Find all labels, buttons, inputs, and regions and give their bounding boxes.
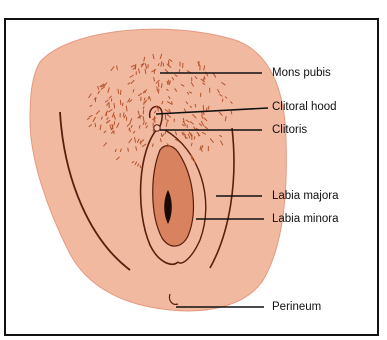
label-perineum: Perineum (272, 300, 321, 314)
hair-stroke (131, 125, 132, 127)
hair-stroke (170, 81, 171, 84)
label-clitoral-hood: Clitoral hood (272, 100, 337, 114)
hair-stroke (156, 106, 157, 108)
label-labia-minora: Labia minora (272, 212, 338, 226)
hair-stroke (165, 132, 166, 134)
hair-stroke (203, 105, 204, 110)
hair-stroke (179, 70, 180, 72)
hair-stroke (135, 66, 136, 69)
label-labia-majora: Labia majora (272, 189, 338, 203)
hair-stroke (204, 77, 205, 80)
hair-stroke (118, 89, 119, 93)
hair-stroke (191, 143, 192, 146)
hair-stroke (114, 103, 115, 108)
hair-stroke (194, 137, 195, 140)
label-mons-pubis: Mons pubis (272, 66, 331, 80)
hair-stroke (157, 87, 158, 91)
label-clitoris: Clitoris (272, 123, 307, 137)
hair-stroke (139, 126, 140, 129)
hair-stroke (146, 123, 147, 125)
hair-stroke (98, 86, 99, 89)
hair-stroke (161, 139, 162, 142)
clitoris-shape (154, 125, 160, 131)
hair-stroke (161, 84, 162, 88)
hair-stroke (222, 99, 223, 102)
hair-stroke (145, 69, 146, 73)
hair-stroke (126, 106, 127, 111)
hair-stroke (144, 98, 145, 100)
hair-stroke (117, 66, 118, 70)
hair-stroke (95, 123, 96, 126)
hair-stroke (208, 106, 209, 109)
hair-stroke (195, 104, 196, 107)
hair-stroke (231, 111, 232, 114)
hair-stroke (123, 103, 124, 106)
hair-stroke (140, 166, 141, 168)
hair-stroke (128, 148, 129, 151)
